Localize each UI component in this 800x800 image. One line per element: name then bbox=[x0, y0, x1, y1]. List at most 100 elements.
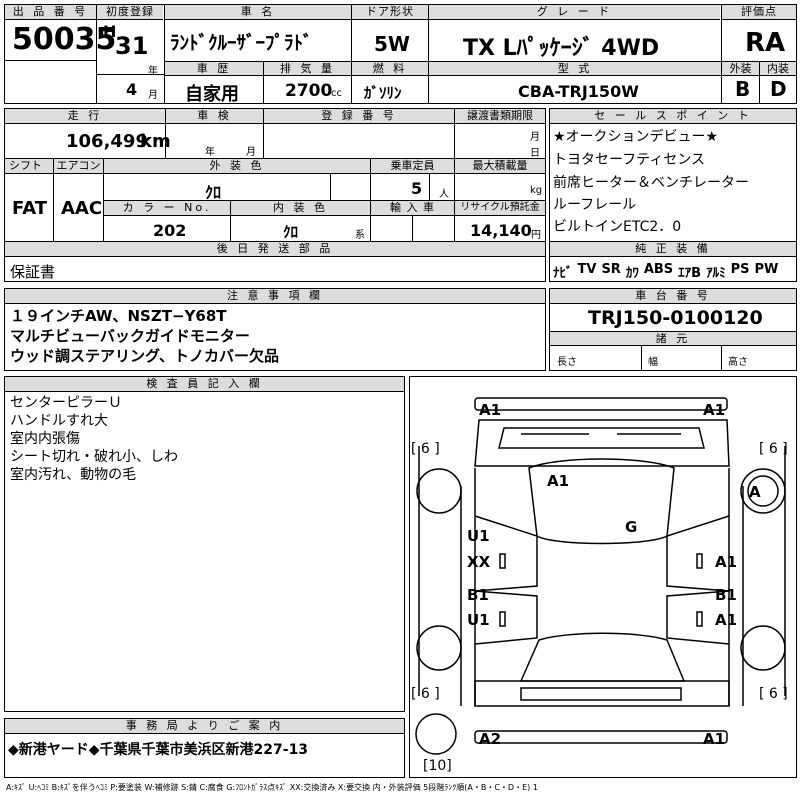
int-grade: D bbox=[770, 77, 787, 101]
inspector-line: シート切れ・破れ小、しわ bbox=[10, 449, 178, 465]
grade-label: グ レ ー ド bbox=[429, 5, 720, 20]
legend: A:ｷｽﾞ U:ﾍｺﾐ B:ｷｽﾞを伴うﾍｺﾐ P:要塗装 W:補修跡 S:錆 … bbox=[6, 783, 538, 792]
mileage-label: 走 行 bbox=[5, 109, 165, 124]
damage-mark: G bbox=[625, 518, 637, 536]
sales-point-item: ビルトインETC2．0 bbox=[553, 219, 682, 235]
left-front-door bbox=[474, 515, 538, 592]
recycle-label: リサイクル預託金 bbox=[455, 201, 545, 216]
damage-mark: B1 bbox=[467, 586, 489, 604]
transfer-label: 譲渡書類期限 bbox=[455, 109, 545, 124]
front-body bbox=[474, 419, 730, 467]
chassis-panel bbox=[549, 288, 797, 371]
tire-mark: [ 6 ] bbox=[759, 441, 788, 457]
color-no-label: カ ラ ー No. bbox=[104, 201, 230, 216]
displacement-label: 排 気 量 bbox=[264, 62, 351, 76]
equipment-item: TV bbox=[577, 262, 597, 277]
sales-point-item: ルーフレール bbox=[553, 197, 637, 213]
rear-body bbox=[474, 680, 730, 707]
car-name-label: 車 名 bbox=[165, 5, 351, 20]
car-diagram-panel bbox=[409, 376, 797, 778]
later-docs: 保証書 bbox=[10, 263, 56, 281]
month: 4 bbox=[126, 80, 138, 99]
front-bumper bbox=[474, 397, 728, 411]
inspector-panel bbox=[4, 376, 405, 712]
damage-mark: A1 bbox=[715, 553, 737, 571]
damage-mark: U1 bbox=[467, 527, 490, 545]
equipment-item: PS bbox=[730, 262, 750, 277]
year: 31 bbox=[115, 32, 149, 60]
damage-mark: B1 bbox=[715, 586, 737, 604]
interior-color-label: 内 装 色 bbox=[231, 201, 370, 216]
capacity-label: 乗車定員 bbox=[371, 159, 454, 174]
tire-mark: [ 6 ] bbox=[411, 686, 440, 702]
color-no: 202 bbox=[153, 221, 187, 240]
office-text: ◆新港ヤード◆千葉県千葉市美浜区新港227-13 bbox=[8, 742, 309, 758]
header-panel bbox=[4, 4, 797, 104]
displacement: 2700 bbox=[285, 81, 333, 101]
notes-line: １９インチAW、NSZT−Y68T bbox=[10, 307, 227, 325]
roof bbox=[528, 458, 675, 545]
left-rear-door bbox=[474, 590, 538, 645]
wheel-rear-left bbox=[416, 625, 462, 671]
damage-mark: A1 bbox=[703, 401, 725, 419]
equipment-item: ABS bbox=[643, 262, 674, 277]
chassis-label: 車 台 番 号 bbox=[550, 289, 796, 304]
damage-mark: A1 bbox=[715, 611, 737, 629]
door-label: ドア形状 bbox=[352, 5, 428, 20]
specs-label: 諸 元 bbox=[550, 332, 796, 346]
equipment-item: ｶﾜ bbox=[625, 266, 639, 281]
shift-label: シフト bbox=[5, 159, 53, 174]
sales-points-panel bbox=[549, 108, 797, 282]
inspector-line: 室内汚れ、動物の毛 bbox=[10, 467, 137, 483]
inspector-line: センターピラーＵ bbox=[10, 395, 122, 411]
era: H bbox=[103, 22, 117, 41]
insp-year-unit: 年 bbox=[205, 147, 215, 158]
length-label: 長さ bbox=[557, 357, 577, 368]
damage-mark: A bbox=[749, 483, 761, 501]
spare-tire bbox=[415, 713, 457, 755]
sales-point-item: ★オークションデビュー★ bbox=[553, 129, 719, 145]
color: ｸﾛ bbox=[205, 183, 222, 202]
rear-window bbox=[519, 632, 686, 682]
capacity-unit: 人 bbox=[439, 189, 449, 200]
import-label: 輸 入 車 bbox=[371, 201, 454, 216]
inspector-line: 室内内張傷 bbox=[10, 431, 80, 447]
ac-label: エアコン bbox=[54, 159, 103, 174]
damage-mark: XX bbox=[467, 553, 491, 571]
transfer-month-unit: 月 bbox=[530, 132, 540, 143]
notes-line: ウッド調ステアリング、トノカバー欠品 bbox=[10, 347, 279, 365]
transfer-day-unit: 日 bbox=[530, 148, 540, 159]
equipment-item: PW bbox=[754, 262, 779, 277]
damage-mark: A1 bbox=[547, 472, 569, 490]
ext-grade-label: 外装 bbox=[722, 62, 759, 76]
equipment-item: ﾅﾋﾞ bbox=[553, 266, 573, 281]
mileage-unit: km bbox=[140, 131, 171, 152]
fuel: ｶﾞｿﾘﾝ bbox=[364, 84, 402, 102]
chassis-number: TRJ150-0100120 bbox=[588, 307, 763, 329]
int-grade-label: 内装 bbox=[760, 62, 796, 76]
details-panel bbox=[4, 108, 546, 282]
equipment-label: 純 正 装 備 bbox=[550, 242, 796, 257]
color-label: 外 装 色 bbox=[104, 159, 370, 174]
damage-mark: A1 bbox=[479, 401, 501, 419]
equipment-item: ｱﾙﾐ bbox=[706, 266, 726, 281]
damage-mark: U1 bbox=[467, 611, 490, 629]
year-unit: 年 bbox=[148, 66, 158, 77]
door: 5W bbox=[374, 32, 410, 56]
insp-month-unit: 月 bbox=[246, 147, 256, 158]
wheel-front-left bbox=[416, 468, 462, 514]
lot-label: 出 品 番 号 bbox=[5, 5, 96, 20]
equipment-item: ｴｱB bbox=[678, 266, 702, 281]
interior-color: ｸﾛ bbox=[283, 223, 299, 241]
width-label: 幅 bbox=[648, 357, 658, 368]
notes-line: マルチビューバックガイドモニター bbox=[10, 327, 250, 345]
wheel-rear-right bbox=[740, 625, 786, 671]
grade: TX Lﾊﾟｯｹｰｼﾞ 4WD bbox=[463, 36, 660, 61]
interior-unit: 系 bbox=[355, 230, 365, 241]
later-docs-label: 後 日 発 送 部 品 bbox=[5, 242, 545, 257]
inspection-label: 車 検 bbox=[166, 109, 263, 124]
sales-points-label: セ ー ル ス ポ イ ン ト bbox=[550, 109, 796, 124]
capacity: 5 bbox=[411, 179, 423, 198]
recycle: 14,140 bbox=[470, 221, 532, 240]
load-label: 最大積載量 bbox=[455, 159, 545, 174]
